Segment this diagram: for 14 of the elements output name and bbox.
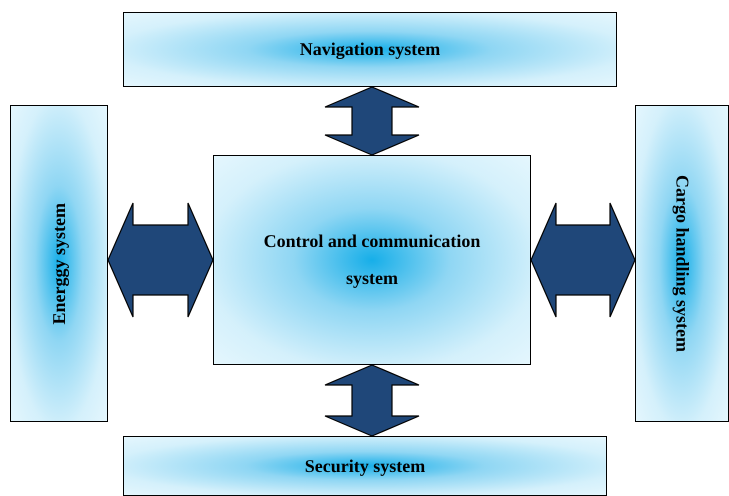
- system-box: [10, 105, 108, 422]
- box-label: Cargo handling system: [672, 174, 694, 352]
- box-label: Navigation system: [298, 38, 442, 61]
- system-box: [123, 436, 607, 496]
- block-arrow: [324, 86, 420, 156]
- system-box: [123, 12, 617, 87]
- box-label: Security system: [304, 454, 426, 478]
- system-box: [635, 105, 729, 422]
- block-arrow: [107, 202, 214, 318]
- block-arrow: [324, 364, 420, 437]
- block-arrow: [530, 202, 636, 318]
- system-box: [213, 155, 531, 365]
- box-label: Control and communication system: [262, 230, 482, 290]
- box-label: Energgy system: [48, 202, 70, 324]
